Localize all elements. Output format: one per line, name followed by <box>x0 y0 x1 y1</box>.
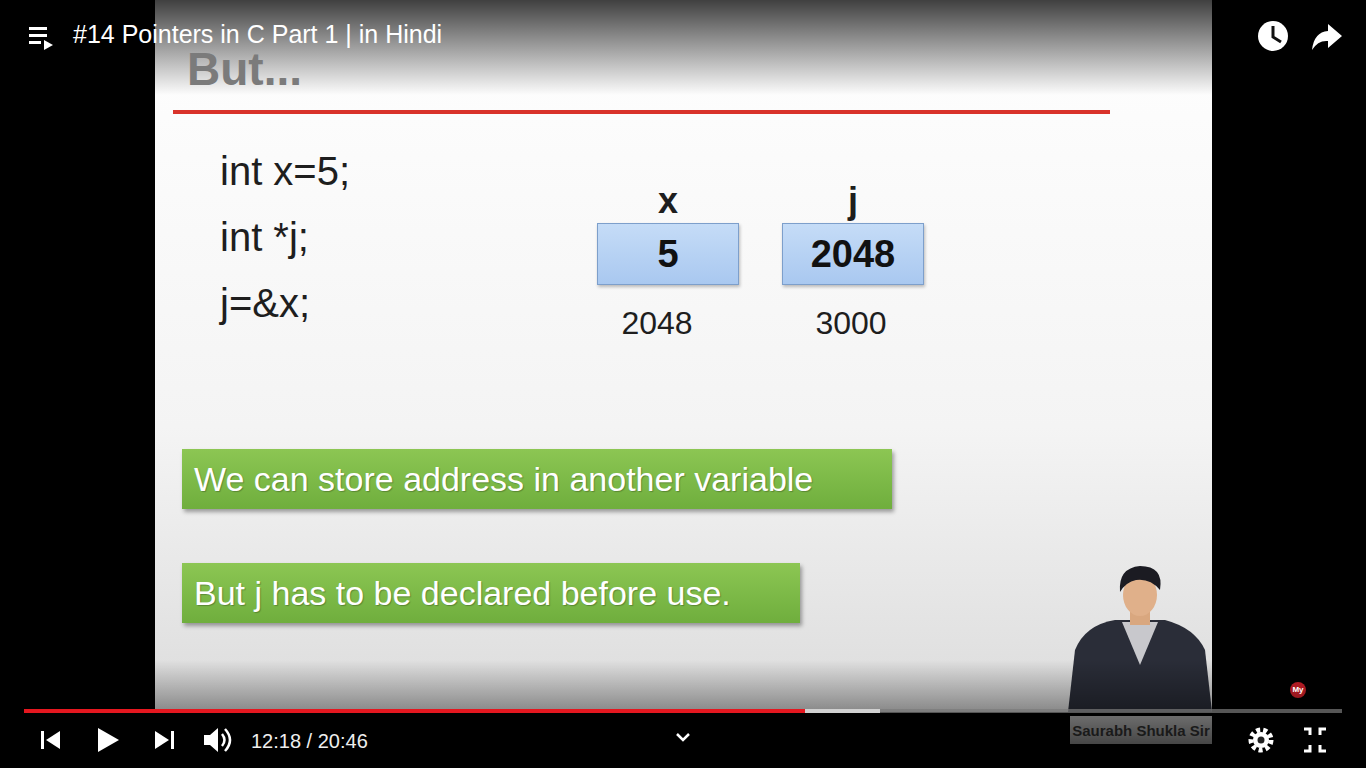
note-box: We can store address in another variable <box>182 449 892 509</box>
time-display: 12:18 / 20:46 <box>251 731 368 751</box>
progress-played <box>24 709 805 713</box>
heading-rule <box>173 110 1110 114</box>
share-icon <box>1312 24 1342 50</box>
presenter-hair <box>1120 566 1161 592</box>
variable-box: j 2048 <box>782 183 924 285</box>
variable-name: x <box>658 183 678 219</box>
fullscreen-exit-icon <box>1304 729 1326 751</box>
next-icon <box>155 731 174 749</box>
settings-icon <box>1251 730 1271 750</box>
channel-logo-text: My <box>1292 686 1303 694</box>
play-icon <box>98 728 119 752</box>
note-text: But j has to be declared before use. <box>194 576 731 610</box>
presenter-shirt <box>1122 622 1158 665</box>
chevron-icon <box>677 734 689 740</box>
memory-cell: 5 <box>597 223 739 285</box>
top-shade <box>0 0 1366 95</box>
video-title: #14 Pointers in C Part 1 | in Hindi <box>73 22 442 47</box>
progress-buffer <box>805 709 880 713</box>
code-line: int *j; <box>220 217 309 257</box>
variable-box: x5 <box>597 183 739 285</box>
bottom-shade <box>0 660 1366 768</box>
previous-icon <box>41 731 60 749</box>
presenter-name: Saurabh Shukla Sir <box>1072 723 1210 738</box>
cell-value: 2048 <box>811 235 896 273</box>
code-line: j=&x; <box>220 283 310 323</box>
code-line: int x=5; <box>220 151 350 191</box>
playlist-icon <box>29 27 53 50</box>
cell-value: 5 <box>657 235 678 273</box>
memory-cell: 2048 <box>782 223 924 285</box>
volume-icon <box>204 728 230 752</box>
slide <box>155 0 1212 712</box>
note-text: We can store address in another variable <box>194 462 813 496</box>
watch-later-icon <box>1258 21 1288 51</box>
memory-address: 3000 <box>815 307 886 339</box>
note-box: But j has to be declared before use. <box>182 563 800 623</box>
slide-heading: But... <box>187 46 302 92</box>
variable-name: j <box>848 183 858 219</box>
progress-track <box>24 709 1342 713</box>
memory-address: 2048 <box>621 307 692 339</box>
